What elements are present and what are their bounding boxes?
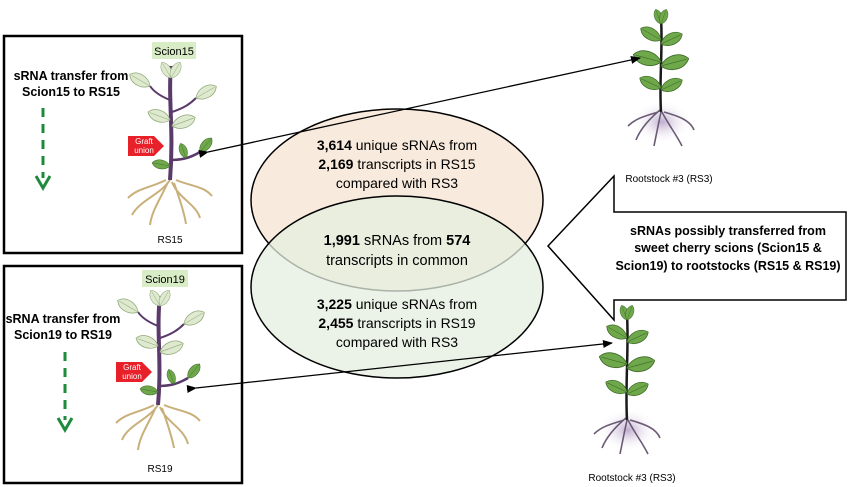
venn-common-line2: transcripts in common	[326, 253, 468, 269]
venn-diagram: 3,614 unique sRNAs from 2,169 transcript…	[250, 108, 544, 379]
graft-union-top-marker	[128, 136, 164, 156]
scion19-tag-label: Scion19	[145, 274, 185, 286]
callout-box: sRNAs possibly transferred from sweet ch…	[546, 174, 847, 322]
callout-line3: Scion19) to rootstocks (RS15 & RS19)	[615, 259, 840, 273]
callout-line2: sweet cherry scions (Scion15 &	[634, 241, 822, 255]
rootstock-bottom-label: Rootstock #3 (RS3)	[588, 473, 675, 484]
grafted-plant-top-icon	[126, 59, 220, 226]
down-arrow-icon	[34, 175, 52, 191]
callout-line1: sRNAs possibly transferred from	[630, 224, 826, 238]
transfer-text-bottom-line2: Scion19 to RS19	[14, 328, 112, 342]
graft-union-bottom-marker	[116, 362, 152, 382]
venn-circle-rs19	[250, 195, 544, 379]
venn-bottom-line3: compared with RS3	[336, 334, 458, 350]
venn-top-line3: compared with RS3	[336, 175, 458, 191]
venn-top-line2: 2,169 transcripts in RS15	[318, 156, 475, 172]
venn-bottom-line1: 3,225 unique sRNAs from	[317, 296, 477, 312]
transfer-text-top-line1: sRNA transfer from	[14, 69, 129, 83]
scion19-tag	[142, 270, 188, 287]
graft-union-top-line2: union	[134, 146, 154, 155]
venn-bottom-line2: 2,455 transcripts in RS19	[318, 315, 475, 331]
rootstock-top-label: Rootstock #3 (RS3)	[625, 174, 712, 185]
rootstock-bottom-icon	[593, 303, 661, 455]
rootstock-top-icon	[627, 7, 695, 147]
scion15-tag	[152, 42, 196, 59]
transfer-text-top-line2: Scion15 to RS15	[22, 85, 120, 99]
double-arrow-top	[198, 56, 641, 158]
grafted-plant-bottom-icon	[114, 287, 208, 451]
graft-union-bottom-line1: Graft	[123, 363, 142, 372]
double-arrow-bottom	[186, 339, 613, 393]
scion15-tag-label: Scion15	[154, 46, 194, 58]
rs19-label: RS19	[147, 464, 172, 475]
rs15-label: RS15	[157, 235, 182, 246]
venn-common-line1: 1,991 sRNAs from 574	[324, 233, 471, 249]
graft-union-bottom-line2: union	[122, 372, 142, 381]
panel-top: Scion15 sRNA transfer from Scion15 to RS…	[2, 34, 244, 255]
panel-bottom: Scion19 sRNA transfer from Scion19 to RS…	[2, 264, 244, 485]
callout-arrow-shape	[546, 174, 847, 322]
graft-union-top-line1: Graft	[135, 137, 154, 146]
down-arrow-icon	[56, 417, 74, 433]
transfer-text-bottom-line1: sRNA transfer from	[6, 312, 121, 326]
venn-top-line1: 3,614 unique sRNAs from	[317, 137, 477, 153]
